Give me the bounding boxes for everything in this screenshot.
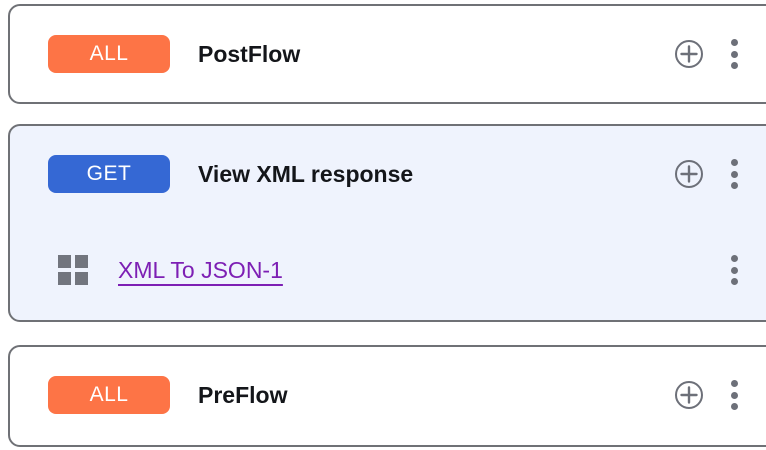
plus-circle-icon[interactable] (674, 380, 704, 410)
flow-card-postflow[interactable]: ALL PostFlow (8, 4, 766, 104)
kebab-menu-icon[interactable] (730, 255, 738, 285)
kebab-dot (730, 391, 738, 399)
kebab-dot (730, 278, 738, 285)
kebab-dot (730, 182, 738, 189)
kebab-dot (730, 170, 738, 178)
policy-grid-icon (58, 255, 88, 285)
kebab-dot (730, 255, 738, 262)
kebab-dot (730, 62, 738, 69)
kebab-dot (730, 39, 738, 46)
flow-card-view-xml-response[interactable]: GET View XML response XML To JSON-1 (8, 124, 766, 322)
flow-row-actions (674, 159, 738, 189)
kebab-dot (730, 50, 738, 58)
kebab-dot (730, 159, 738, 166)
kebab-menu-icon[interactable] (730, 39, 738, 69)
flow-name-postflow: PostFlow (198, 40, 301, 67)
flow-row-preflow[interactable]: ALL PreFlow (10, 347, 766, 443)
policy-link-xml-to-json-1[interactable]: XML To JSON-1 (118, 256, 283, 283)
kebab-menu-icon[interactable] (730, 380, 738, 410)
flow-row-actions (674, 380, 738, 410)
kebab-dot (730, 266, 738, 274)
flow-row-view-xml-response[interactable]: GET View XML response (10, 126, 766, 222)
plus-circle-icon[interactable] (674, 159, 704, 189)
method-badge-all: ALL (48, 35, 170, 73)
flow-card-preflow[interactable]: ALL PreFlow (8, 345, 766, 447)
flow-name-preflow: PreFlow (198, 381, 288, 408)
kebab-menu-icon[interactable] (730, 159, 738, 189)
flow-name-view-xml-response: View XML response (198, 160, 414, 187)
kebab-dot (730, 380, 738, 387)
method-badge-all: ALL (48, 376, 170, 414)
kebab-dot (730, 403, 738, 410)
method-badge-get: GET (48, 155, 170, 193)
plus-circle-icon[interactable] (674, 39, 704, 69)
flow-row-actions (674, 39, 738, 69)
policy-row-actions (730, 255, 738, 285)
flow-row-postflow[interactable]: ALL PostFlow (10, 6, 766, 102)
policy-row-xml-to-json-1[interactable]: XML To JSON-1 (10, 222, 766, 318)
